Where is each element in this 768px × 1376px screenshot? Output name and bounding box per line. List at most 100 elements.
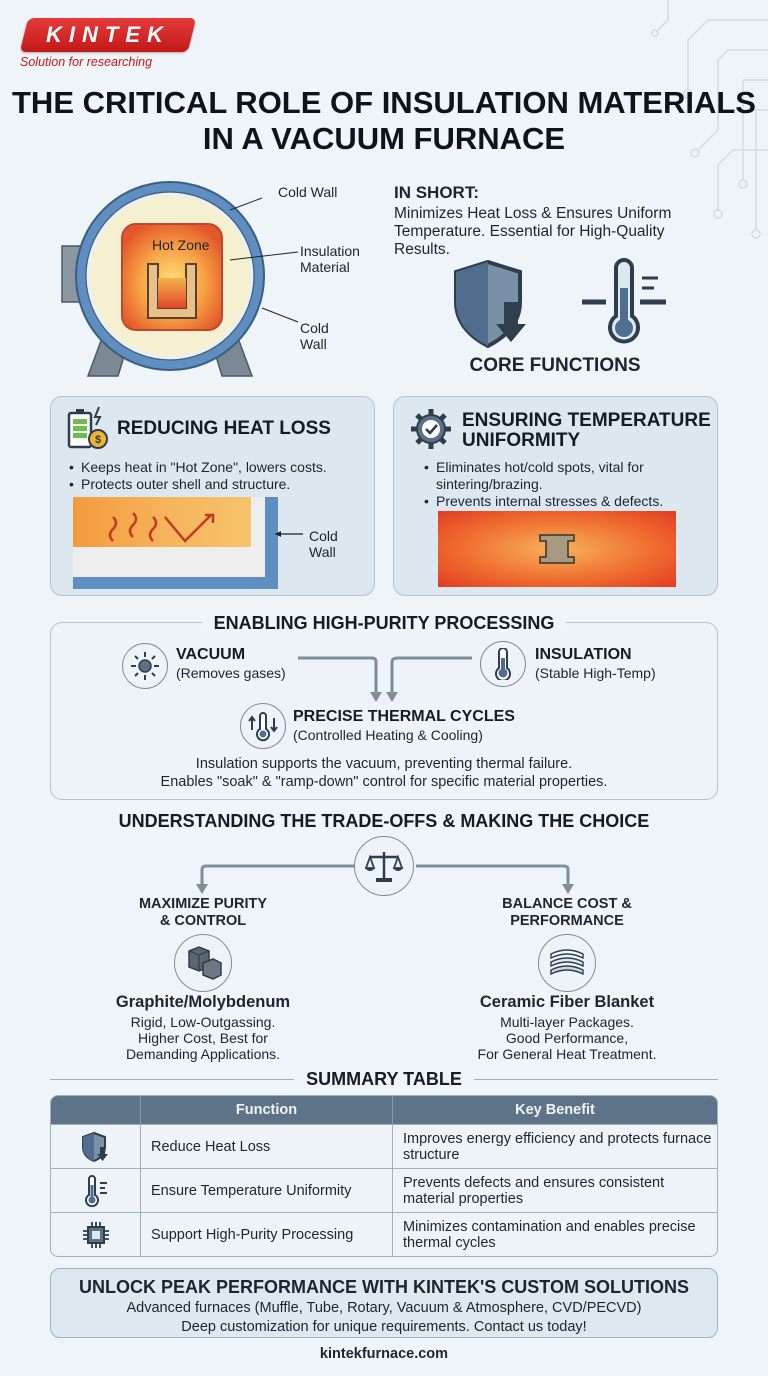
wall-label: Cold Wall [309, 528, 338, 560]
table-header-row: Function Key Benefit [51, 1096, 717, 1124]
tradeoff-arrows [196, 864, 574, 894]
gear-check-icon [411, 409, 451, 449]
shield-down-icon [81, 1131, 108, 1162]
right-desc-line: Multi-layer Packages. [500, 1014, 634, 1030]
table-row: Reduce Heat Loss Improves energy efficie… [51, 1124, 717, 1168]
furnace-diagram: Cold Wall Hot Zone Insulation Material C… [40, 168, 380, 383]
svg-text:$: $ [95, 434, 101, 446]
left-goal-line: MAXIMIZE PURITY [138, 896, 268, 912]
brand-logo[interactable]: KINTEK Solution for researching [18, 18, 197, 69]
fiber-blanket-icon [538, 934, 596, 992]
table-cell-function: Ensure Temperature Uniformity [141, 1169, 393, 1212]
table-header-benefit: Key Benefit [515, 1102, 595, 1118]
uniformity-bullet: Prevents internal stresses & defects. [424, 493, 709, 510]
summary-heading: SUMMARY TABLE [0, 1069, 768, 1090]
insulation-subtitle: (Stable High-Temp) [535, 665, 656, 681]
balance-scale-icon [354, 836, 414, 896]
uniform-heat-illustration [438, 511, 676, 587]
table-row-icon-cell [51, 1169, 141, 1212]
left-desc-line: Higher Cost, Best for [138, 1030, 268, 1046]
purity-heading-text: ENABLING HIGH-PURITY PROCESSING [201, 613, 567, 633]
left-desc-line: Rigid, Low-Outgassing. [130, 1014, 276, 1030]
table-row-icon-cell [51, 1125, 141, 1168]
purity-note-2: Enables "soak" & "ramp-down" control for… [160, 774, 608, 790]
wall-pointer-arrow [275, 531, 303, 537]
left-goal: MAXIMIZE PURITY & CONTROL [98, 896, 308, 930]
insulation-icon [480, 641, 526, 687]
table-cell-benefit: Improves energy efficiency and protects … [403, 1130, 712, 1163]
left-description: Rigid, Low-Outgassing. Higher Cost, Best… [98, 1014, 308, 1062]
label-cold-wall-top: Cold Wall [278, 184, 338, 200]
left-desc-line: Demanding Applications. [125, 1046, 281, 1062]
page-title: THE CRITICAL ROLE OF INSULATION MATERIAL… [12, 85, 756, 156]
thermal-cycles-title: PRECISE THERMAL CYCLES [293, 708, 515, 725]
thermometer-arrows-icon [248, 712, 278, 742]
scale-glyph [364, 852, 404, 882]
thermometer-small-icon [495, 648, 511, 680]
label-insulation: Insulation Material [300, 243, 360, 275]
battery-coin-icon: $ [67, 406, 108, 449]
table-cell-benefit: Prevents defects and ensures consistent … [403, 1174, 665, 1207]
blocks-glyph [188, 946, 222, 980]
tradeoffs-heading: UNDERSTANDING THE TRADE-OFFS & MAKING TH… [118, 811, 650, 831]
cta-line-1: Advanced furnaces (Muffle, Tube, Rotary,… [126, 1300, 642, 1316]
table-cell-function: Support High-Purity Processing [141, 1213, 393, 1256]
heat-loss-card: $ REDUCING HEAT LOSS Keeps heat in "Hot … [50, 396, 375, 596]
graphite-blocks-icon [174, 934, 232, 992]
label-cold-wall-bottom: Cold Wall [300, 320, 329, 352]
right-desc-line: For General Heat Treatment. [477, 1046, 657, 1062]
in-short-heading: IN SHORT: [394, 183, 479, 202]
heat-loss-bullets: Keeps heat in "Hot Zone", lowers costs. … [69, 459, 369, 493]
right-goal-line: PERFORMANCE [510, 913, 624, 929]
logo-tagline: Solution for researching [20, 55, 153, 69]
logo-text: KINTEK [46, 22, 170, 47]
uniformity-bullets: Eliminates hot/cold spots, vital for sin… [424, 459, 709, 510]
thermometer-icon [84, 1174, 107, 1207]
heat-loss-heading: REDUCING HEAT LOSS [117, 418, 331, 439]
vacuum-subtitle: (Removes gases) [176, 665, 286, 681]
logo-badge: KINTEK [19, 18, 197, 52]
table-cell-benefit: Minimizes contamination and enables prec… [403, 1218, 696, 1251]
thermal-cycles-subtitle: (Controlled Heating & Cooling) [293, 727, 483, 743]
table-row: Support High-Purity Processing Minimizes… [51, 1212, 717, 1256]
summary-table: Function Key Benefit Reduce Heat Loss Im… [50, 1095, 718, 1257]
uniformity-card: ENSURING TEMPERATURE UNIFORMITY Eliminat… [393, 396, 718, 596]
right-desc-line: Good Performance, [505, 1030, 629, 1046]
footer-url[interactable]: kintekfurnace.com [319, 1346, 449, 1362]
sun-burst-icon [131, 652, 159, 680]
blanket-layers-glyph [550, 949, 584, 976]
cta-heading: UNLOCK PEAK PERFORMANCE WITH KINTEK'S CU… [79, 1277, 689, 1297]
table-header-icon-cell [51, 1096, 141, 1124]
uniformity-bullet: Eliminates hot/cold spots, vital for sin… [424, 459, 709, 493]
circuit-decoration [651, 0, 768, 239]
furnace-illustration [61, 181, 299, 377]
chip-icon [82, 1221, 109, 1248]
left-material: Graphite/Molybdenum [115, 993, 291, 1011]
table-cell-function: Reduce Heat Loss [141, 1125, 393, 1168]
right-description: Multi-layer Packages. Good Performance, … [452, 1014, 682, 1062]
cta-line-2: Deep customization for unique requiremen… [181, 1319, 587, 1335]
cta-banner: UNLOCK PEAK PERFORMANCE WITH KINTEK'S CU… [50, 1268, 718, 1338]
left-goal-line: & CONTROL [159, 913, 247, 929]
vacuum-title: VACUUM [176, 646, 246, 663]
thermometer-icon [582, 258, 666, 344]
shield-down-icon [454, 259, 526, 349]
right-material: Ceramic Fiber Blanket [479, 993, 655, 1011]
vacuum-icon [122, 643, 168, 689]
heat-loss-illustration [73, 497, 278, 589]
table-header-function: Function [141, 1096, 393, 1124]
insulation-title: INSULATION [535, 646, 632, 663]
core-functions-label: CORE FUNCTIONS [469, 355, 641, 376]
right-goal: BALANCE COST & PERFORMANCE [462, 896, 672, 930]
right-goal-line: BALANCE COST & [502, 896, 632, 912]
purity-note-1: Insulation supports the vacuum, preventi… [195, 756, 573, 772]
heat-loss-bullet: Keeps heat in "Hot Zone", lowers costs. [69, 459, 369, 476]
in-short-text: Minimizes Heat Loss & Ensures Uniform Te… [394, 205, 672, 258]
purity-heading: ENABLING HIGH-PURITY PROCESSING [0, 613, 768, 634]
heat-loss-bullet: Protects outer shell and structure. [69, 476, 369, 493]
summary-heading-text: SUMMARY TABLE [294, 1069, 474, 1089]
table-row-icon-cell [51, 1213, 141, 1256]
thermal-cycles-icon [240, 703, 286, 749]
converging-arrows [298, 656, 472, 702]
table-row: Ensure Temperature Uniformity Prevents d… [51, 1168, 717, 1212]
